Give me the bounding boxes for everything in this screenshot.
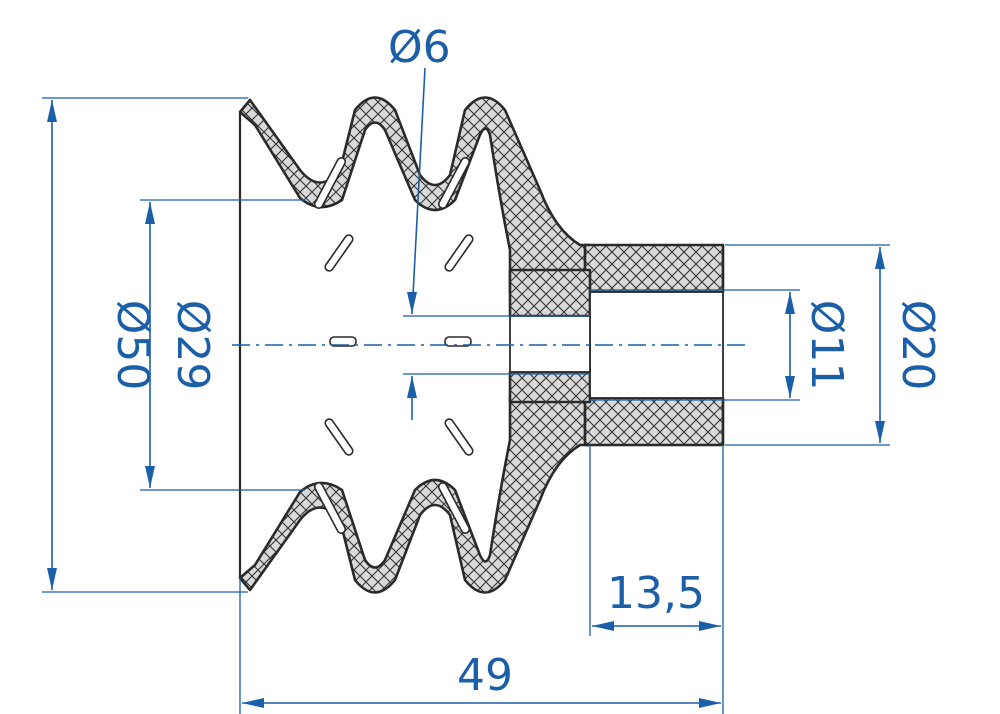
hub-upper (583, 243, 725, 294)
dim-label-d11: Ø11 (801, 300, 852, 391)
dim-label-d29: Ø29 (167, 300, 218, 391)
rib-10 (437, 482, 471, 534)
interior-ribs (313, 157, 474, 534)
rib-9 (444, 418, 474, 456)
bellows-cross-section (238, 96, 725, 594)
rib-4 (324, 418, 354, 456)
rib-5 (313, 482, 347, 534)
dim-label-d50: Ø50 (107, 300, 158, 391)
rib-3 (329, 336, 357, 347)
air-channel (509, 315, 591, 373)
rib-2 (324, 234, 354, 272)
bellows-lower-wall (238, 396, 592, 594)
dim-label-d6: Ø6 (388, 22, 451, 73)
hub-neck-lower (508, 370, 592, 404)
rib-7 (444, 234, 474, 272)
rib-8 (444, 336, 472, 347)
rib-6 (437, 157, 471, 209)
hub-lower (583, 396, 725, 447)
hub-neck-upper (508, 268, 592, 318)
dim-label-13-5: 13,5 (607, 568, 705, 619)
rib-1 (313, 157, 347, 209)
dim-label-d20: Ø20 (892, 300, 943, 391)
dim-label-49: 49 (457, 650, 513, 701)
dimension-lines (42, 67, 890, 714)
